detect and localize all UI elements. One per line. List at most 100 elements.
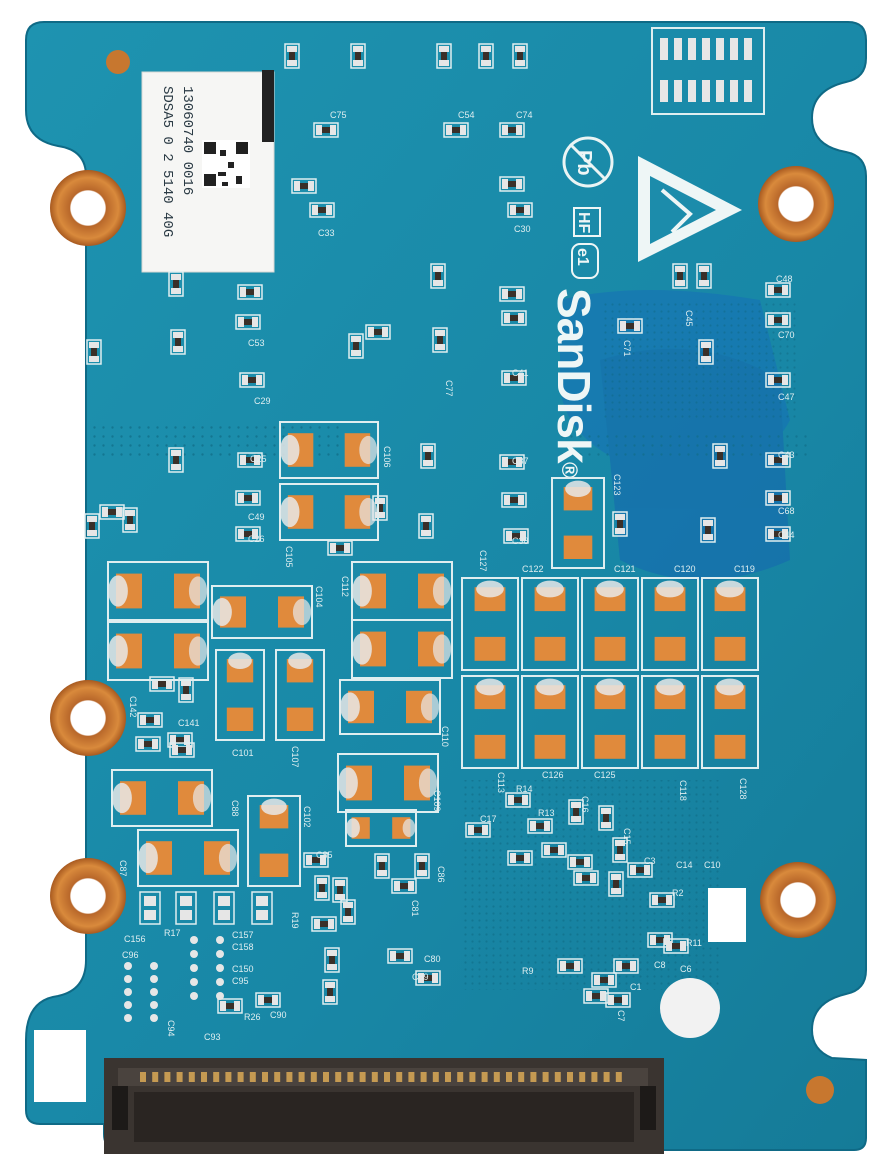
smd-part bbox=[598, 805, 614, 831]
smd-part bbox=[86, 339, 102, 365]
silkscreen-label: C54 bbox=[458, 110, 475, 120]
smd-part bbox=[698, 339, 714, 365]
silkscreen-label: C41 bbox=[512, 368, 529, 378]
smd-part bbox=[291, 178, 317, 194]
silkscreen-label: C122 bbox=[522, 564, 544, 574]
tantalum-capacitor bbox=[461, 675, 519, 769]
smd-part bbox=[139, 891, 161, 925]
smd-part bbox=[568, 799, 584, 825]
silkscreen-label: C158 bbox=[232, 942, 254, 952]
smd-part bbox=[255, 992, 281, 1008]
pb-text: Pb bbox=[573, 150, 595, 176]
tantalum-capacitor bbox=[111, 769, 213, 827]
smd-part bbox=[314, 875, 330, 901]
tantalum-capacitor bbox=[521, 577, 579, 671]
smd-part bbox=[663, 938, 689, 954]
pad bbox=[150, 1001, 158, 1009]
silkscreen-label: C45 bbox=[684, 310, 694, 327]
pad bbox=[150, 988, 158, 996]
silkscreen-label: C104 bbox=[314, 586, 324, 608]
silkscreen-label: C123 bbox=[612, 474, 622, 496]
smd-part bbox=[149, 676, 175, 692]
silkscreen-label: C86 bbox=[436, 866, 446, 883]
smd-part bbox=[608, 871, 624, 897]
silkscreen-label: C26 bbox=[248, 534, 265, 544]
smd-part bbox=[501, 310, 527, 326]
silkscreen-label: C48 bbox=[776, 274, 793, 284]
smd-part bbox=[765, 312, 791, 328]
silkscreen-label: C106 bbox=[382, 446, 392, 468]
silkscreen-label: C101 bbox=[232, 748, 254, 758]
smd-part bbox=[567, 854, 593, 870]
silkscreen-label: C6 bbox=[680, 964, 692, 974]
smd-part bbox=[178, 677, 194, 703]
tantalum-capacitors bbox=[107, 421, 759, 887]
smd-part bbox=[612, 837, 628, 863]
hf-text: HF bbox=[575, 212, 592, 234]
brand-logo: SanDisk bbox=[548, 288, 600, 464]
smd-part bbox=[501, 492, 527, 508]
tantalum-capacitor bbox=[641, 577, 699, 671]
smd-part bbox=[465, 822, 491, 838]
silkscreen-label: C89 bbox=[412, 972, 429, 982]
tantalum-capacitor bbox=[279, 483, 379, 541]
silkscreen-label: C93 bbox=[204, 1032, 221, 1042]
silkscreen-label: C121 bbox=[614, 564, 636, 574]
smd-part bbox=[672, 263, 688, 289]
silkscreen-label: R17 bbox=[164, 928, 181, 938]
smd-part bbox=[414, 853, 430, 879]
silkscreen-label: C71 bbox=[622, 340, 632, 357]
esd-warning-icon bbox=[638, 156, 742, 262]
silkscreen-label: C30 bbox=[514, 224, 531, 234]
silkscreen-label: C25 bbox=[250, 454, 267, 464]
pad bbox=[190, 936, 198, 944]
smd-components bbox=[84, 43, 791, 1022]
silkscreen-label: C107 bbox=[290, 746, 300, 768]
smd-part bbox=[478, 43, 494, 69]
pad bbox=[216, 964, 224, 972]
silkscreen-label: C75 bbox=[330, 110, 347, 120]
smd-part bbox=[235, 314, 261, 330]
silkscreen-label: C109 bbox=[432, 790, 442, 812]
brand-reg-mark: ® bbox=[557, 462, 582, 478]
tantalum-capacitor bbox=[551, 477, 605, 569]
smd-part bbox=[443, 122, 469, 138]
smd-part bbox=[350, 43, 366, 69]
silkscreen-label: R9 bbox=[522, 966, 534, 976]
smd-part bbox=[324, 947, 340, 973]
smd-part bbox=[135, 736, 161, 752]
silkscreen-label: C33 bbox=[318, 228, 335, 238]
silkscreen-label: R26 bbox=[244, 1012, 261, 1022]
smd-part bbox=[501, 370, 527, 386]
silkscreen-label: C47 bbox=[778, 392, 795, 402]
smd-part bbox=[303, 852, 329, 868]
pad bbox=[124, 1014, 132, 1022]
silkscreen-label: R13 bbox=[538, 808, 555, 818]
silkscreen-label: C157 bbox=[232, 930, 254, 940]
silkscreen-label: R2 bbox=[672, 888, 684, 898]
pad bbox=[124, 1001, 132, 1009]
smd-part bbox=[507, 850, 533, 866]
silkscreen-label: C112 bbox=[340, 576, 350, 597]
silkscreen-label: C126 bbox=[542, 770, 564, 780]
silkscreen-label: C88 bbox=[230, 800, 240, 817]
smd-part bbox=[499, 454, 525, 470]
silkscreen-label: C110 bbox=[440, 726, 450, 747]
tantalum-capacitor bbox=[215, 649, 265, 741]
smd-part bbox=[284, 43, 300, 69]
smd-part bbox=[573, 870, 599, 886]
smd-part bbox=[765, 282, 791, 298]
tantalum-capacitor bbox=[211, 585, 313, 639]
silkscreen-label: C87 bbox=[118, 860, 128, 877]
smd-part bbox=[235, 490, 261, 506]
tantalum-capacitor bbox=[107, 621, 209, 681]
smd-part bbox=[430, 263, 446, 289]
silkscreen-label: C90 bbox=[270, 1010, 287, 1020]
silkscreen-label: C8 bbox=[654, 960, 666, 970]
silkscreen-label: C128 bbox=[738, 778, 748, 800]
smd-part bbox=[557, 958, 583, 974]
white-pad bbox=[34, 1030, 86, 1102]
silkscreen-label: C119 bbox=[734, 564, 755, 574]
